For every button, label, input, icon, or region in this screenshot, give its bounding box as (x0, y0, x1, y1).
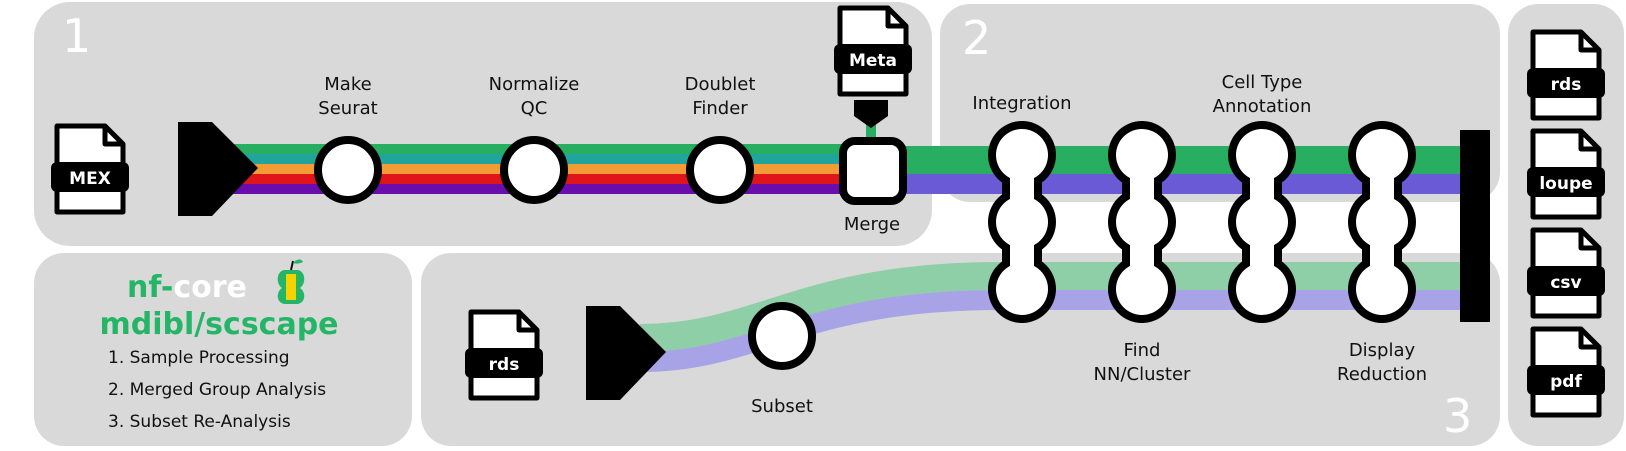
capsule-cell-type-annotation (1228, 121, 1296, 323)
capsule-find-nn-cluster (1108, 121, 1176, 323)
legend-item-2: 2. Merged Group Analysis (108, 380, 326, 400)
label-doublet: Doublet (685, 74, 756, 95)
pipeline-name: mdibl/scscape (99, 307, 338, 342)
meta-file-label: Meta (849, 51, 897, 71)
label-reduction: Reduction (1337, 364, 1427, 385)
start-triangle-samples (178, 122, 258, 216)
capsule-display-reduction (1348, 121, 1416, 323)
label-annotation: Annotation (1213, 96, 1312, 117)
section-number-3: 3 (1443, 389, 1472, 443)
output-file-loupe-label: loupe (1539, 174, 1592, 194)
rds-input-file-label: rds (489, 355, 520, 375)
output-file-rds-icon: rds (1527, 32, 1605, 118)
svg-text:nf-core: nf-core (127, 270, 247, 305)
section-number-2: 2 (962, 11, 991, 65)
brand-nf: nf (127, 270, 162, 305)
label-nn-cluster: NN/Cluster (1094, 364, 1191, 385)
output-file-pdf-icon: pdf (1527, 329, 1605, 415)
output-file-csv-label: csv (1550, 273, 1581, 293)
label-seurat: Seurat (318, 98, 377, 119)
nf-core-logo: nf-core (127, 259, 305, 305)
node-normalize-qc (500, 136, 568, 204)
node-merge (839, 137, 907, 205)
label-finder: Finder (692, 98, 748, 119)
subset-line-green (639, 262, 1460, 352)
output-file-loupe-icon: loupe (1527, 131, 1605, 217)
label-subset: Subset (751, 396, 813, 417)
node-subset (748, 302, 816, 370)
label-normalize: Normalize (489, 74, 580, 95)
mex-file-label: MEX (69, 169, 111, 189)
brand-dash: - (161, 270, 173, 305)
label-merge: Merge (844, 214, 900, 235)
label-cell-type: Cell Type (1222, 72, 1303, 93)
start-triangle-subset (586, 306, 666, 400)
label-integration: Integration (972, 93, 1071, 114)
legend-item-1: 1. Sample Processing (108, 348, 290, 368)
legend-item-3: 3. Subset Re-Analysis (108, 412, 291, 432)
label-find: Find (1124, 340, 1161, 361)
capsule-nodes (988, 121, 1416, 323)
output-file-pdf-label: pdf (1550, 372, 1582, 392)
meta-file-icon: Meta (834, 8, 912, 94)
output-file-csv-icon: csv (1527, 230, 1605, 316)
apple-core-icon (277, 259, 305, 304)
panel-sample-processing (34, 2, 932, 246)
panel-legend (34, 253, 412, 446)
label-display: Display (1349, 340, 1416, 361)
node-make-seurat (314, 136, 382, 204)
mex-file-icon: MEX (51, 126, 129, 212)
capsule-integration (988, 121, 1056, 323)
end-bar (1460, 130, 1490, 322)
label-make: Make (324, 74, 371, 95)
section-number-1: 1 (62, 9, 91, 63)
rds-input-file-icon: rds (465, 312, 543, 398)
output-file-rds-label: rds (1551, 75, 1582, 95)
label-qc: QC (521, 98, 548, 119)
brand-core: core (173, 270, 247, 305)
node-doublet-finder (686, 136, 754, 204)
meta-arrow-icon (854, 100, 888, 128)
